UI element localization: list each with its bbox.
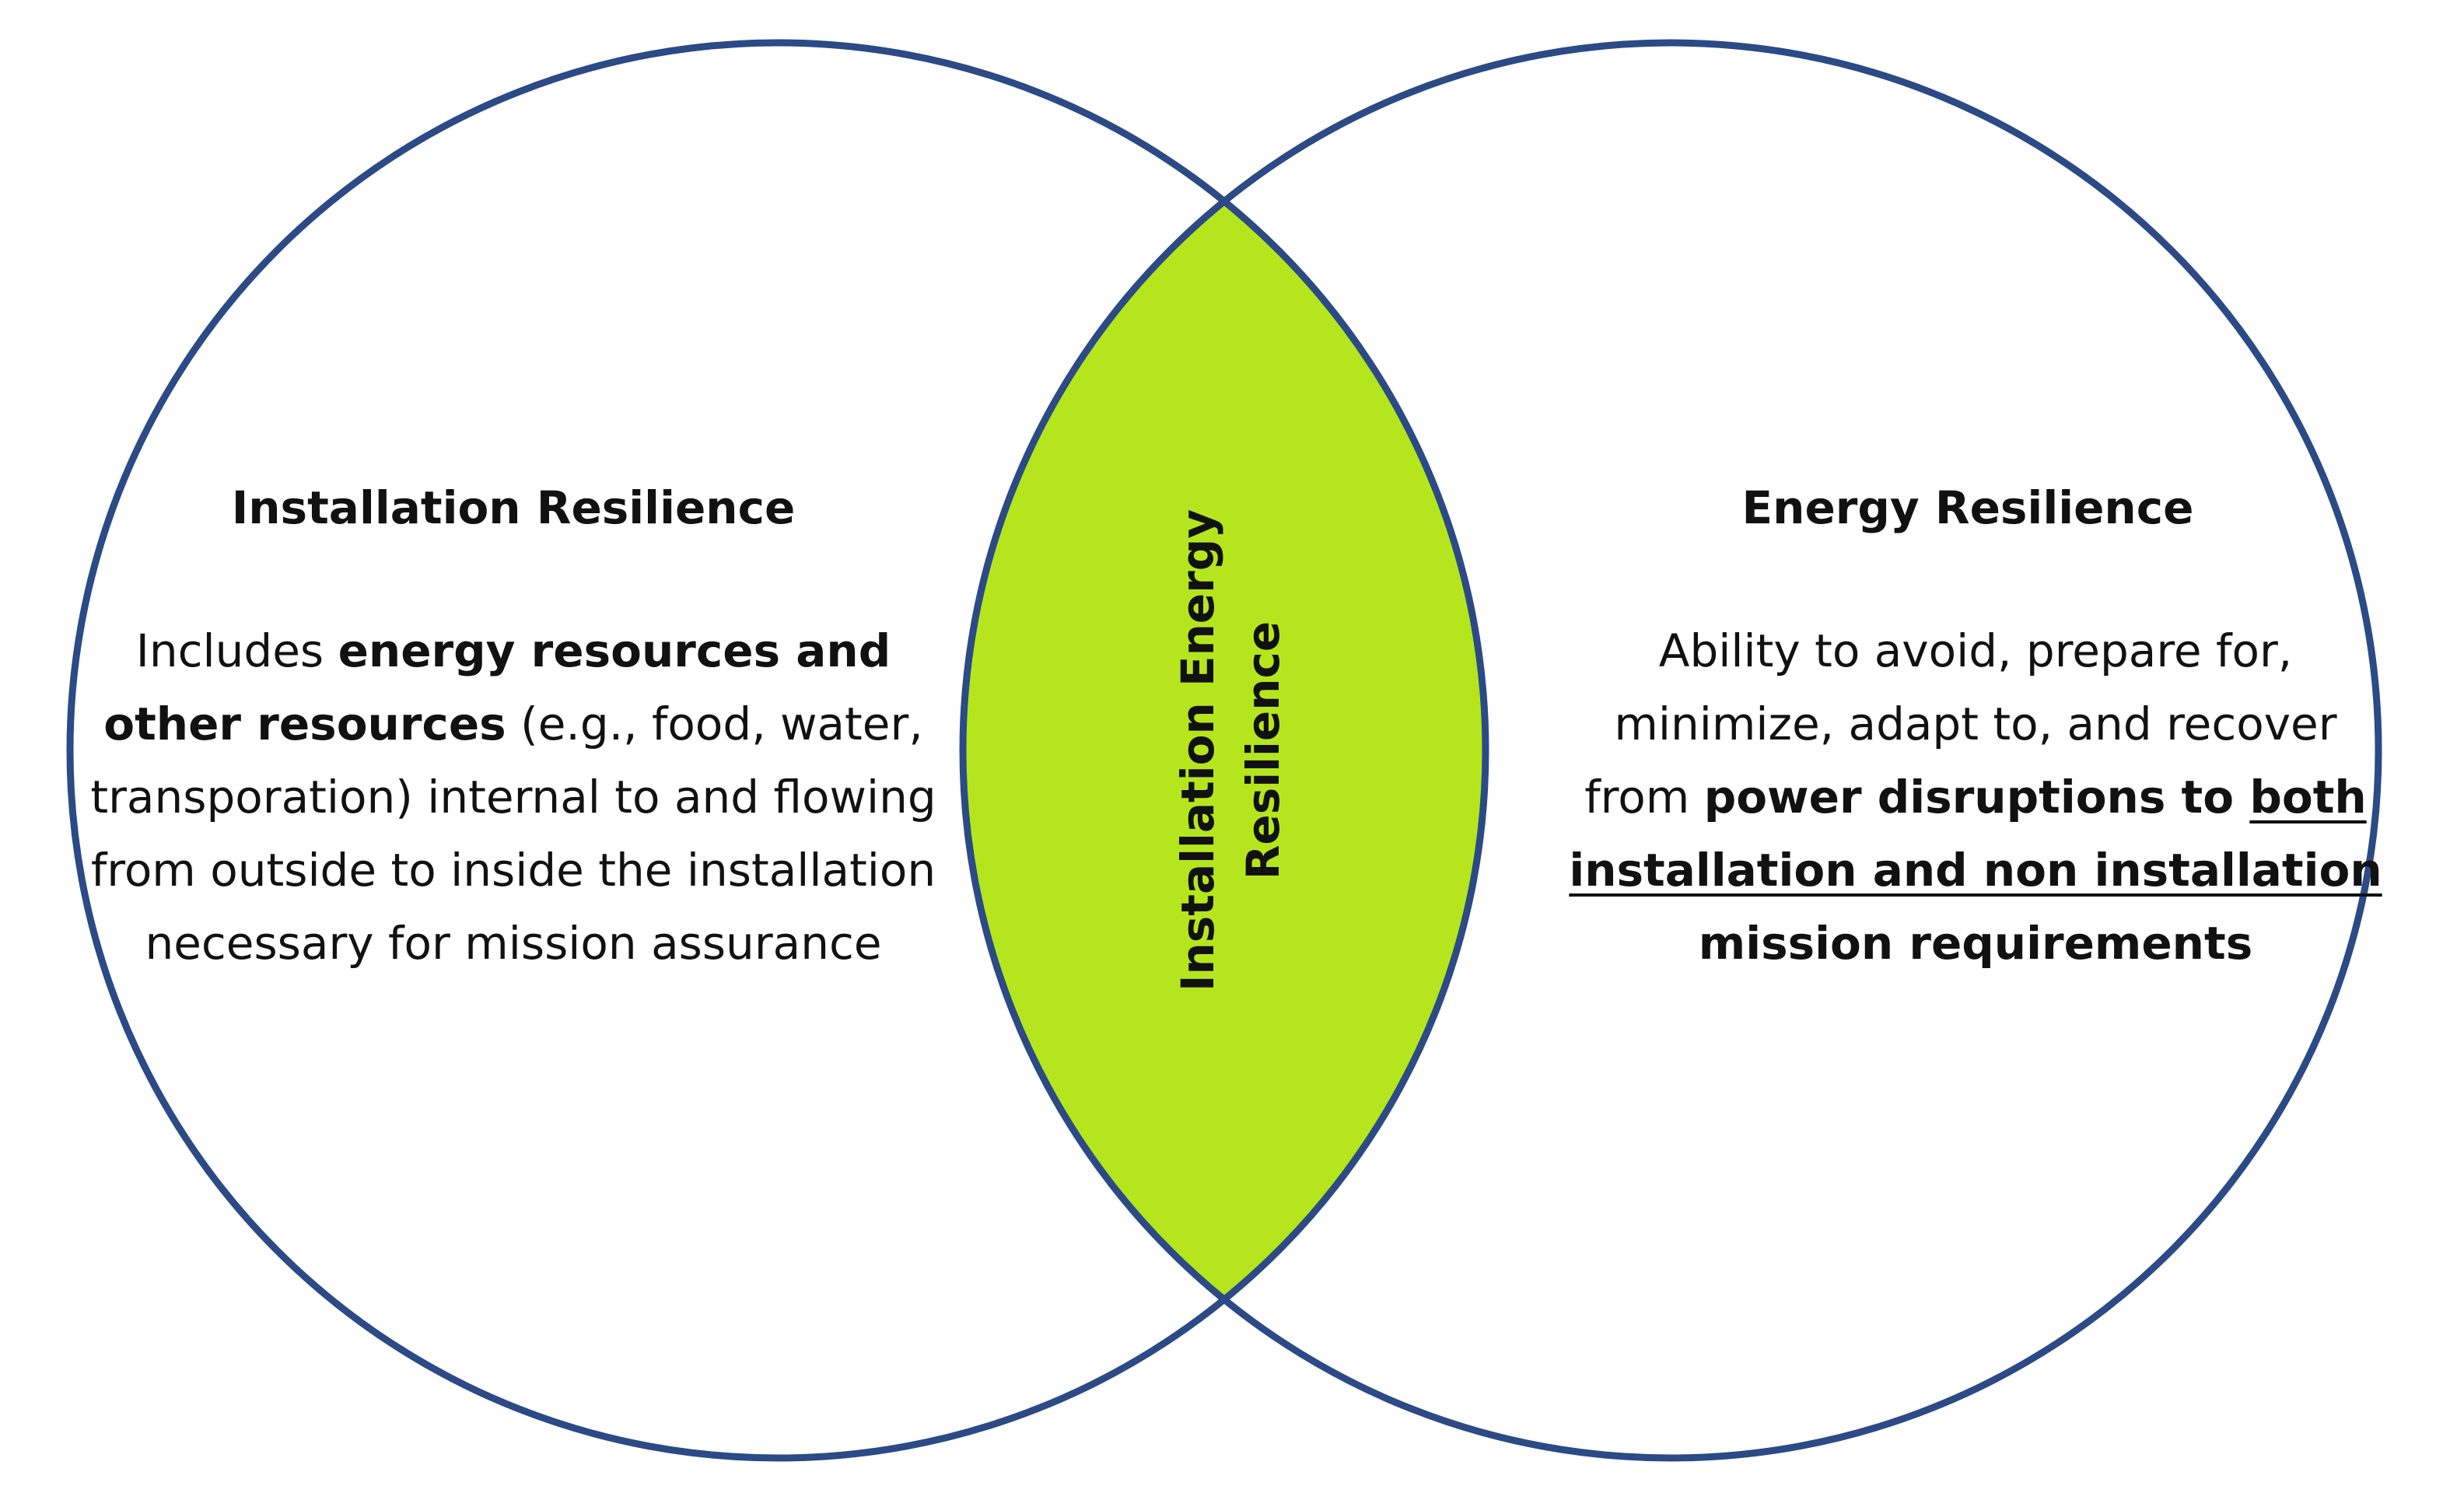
right-desc-bold-1: power disruptions to <box>1703 771 2250 823</box>
right-desc-part-1: Ability to avoid, prepare for, minimize,… <box>1584 624 2337 823</box>
left-desc-part-2: (e.g., food, water, transporation) inter… <box>90 698 936 970</box>
left-desc-part-1: Includes <box>135 624 338 677</box>
right-circle <box>959 39 2382 1462</box>
overlap-label: Installation Energy Resilience <box>1171 509 1290 992</box>
right-circle-description: Ability to avoid, prepare for, minimize,… <box>1563 614 2388 980</box>
left-circle-title: Installation Resilience <box>231 481 796 534</box>
left-desc-bold-1: energy resources and other resources <box>103 624 891 750</box>
left-circle <box>66 39 1489 1462</box>
right-desc-bold-2: mission requirements <box>1698 917 2253 970</box>
left-circle-description: Includes energy resources and other reso… <box>86 614 941 980</box>
right-desc-underlined: both installation and non installation <box>1569 771 2382 897</box>
overlap-region <box>963 43 1486 1458</box>
right-desc-underline-text: both installation and non installation <box>1569 771 2382 897</box>
right-circle-title: Energy Resilience <box>1741 481 2194 534</box>
